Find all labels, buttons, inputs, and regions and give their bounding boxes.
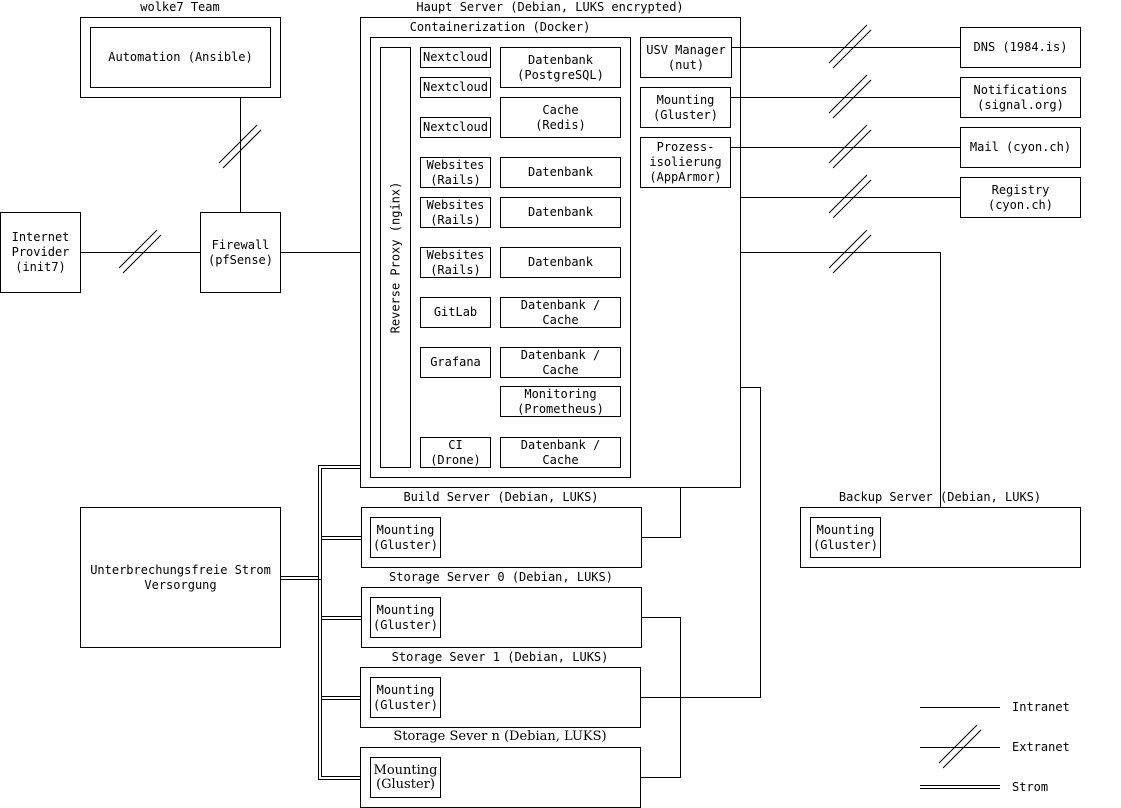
storage1-frame <box>360 667 641 728</box>
haupt-mounting-gluster: Mounting (Gluster) <box>640 87 731 128</box>
storage0-mounting-gluster: Mounting (Gluster) <box>370 597 441 638</box>
backend-datenbank-1: Datenbank <box>500 157 621 188</box>
storagen-title: Storage Sever n (Debian, LUKS) <box>393 729 607 744</box>
backend-grafana-db-cache: Datenbank / Cache <box>500 347 621 378</box>
app-nextcloud-3: Nextcloud <box>420 117 491 138</box>
storage1-mounting-gluster: Mounting (Gluster) <box>370 677 441 718</box>
intranet-haupt-build <box>641 487 681 538</box>
backend-gitlab-db-cache: Datenbank / Cache <box>500 297 621 328</box>
internet-provider: Internet Provider (init7) <box>0 212 81 293</box>
extranet-haupt-backup <box>740 252 941 508</box>
app-websites-2: Websites (Rails) <box>420 197 491 228</box>
intranet-haupt-storage1 <box>640 387 761 698</box>
intranet-storage0-storagen <box>640 617 681 778</box>
reverse-proxy-label: Reverse Proxy (nginx) <box>388 181 402 334</box>
haupt-server-frame <box>360 17 741 488</box>
app-gitlab: GitLab <box>420 297 491 328</box>
automation-ansible: Automation (Ansible) <box>90 27 271 88</box>
app-websites-1: Websites (Rails) <box>420 157 491 188</box>
dns-1984: DNS (1984.is) <box>960 27 1081 68</box>
ups-power-supply: Unterbrechungsfreie Strom Versorgung <box>80 507 281 648</box>
mail-cyon: Mail (cyon.ch) <box>960 127 1081 168</box>
registry-cyon: Registry (cyon.ch) <box>960 177 1081 218</box>
backup-mounting-gluster: Mounting (Gluster) <box>810 517 881 558</box>
haupt-server-title: Haupt Server (Debian, LUKS encrypted) <box>416 0 684 14</box>
legend-strom-label: Strom <box>1012 780 1049 794</box>
build-server-frame <box>361 507 642 568</box>
app-nextcloud-1: Nextcloud <box>420 47 491 68</box>
backend-postgresql: Datenbank (PostgreSQL) <box>500 47 621 88</box>
build-mounting-gluster: Mounting (Gluster) <box>370 517 441 558</box>
app-nextcloud-2: Nextcloud <box>420 77 491 98</box>
backend-datenbank-3: Datenbank <box>500 247 621 278</box>
app-websites-3: Websites (Rails) <box>420 247 491 278</box>
usv-manager-nut: USV Manager (nut) <box>640 37 732 78</box>
team-title: wolke7 Team <box>140 0 220 14</box>
reverse-proxy-nginx: Reverse Proxy (nginx) <box>380 47 411 468</box>
firewall-pfsense: Firewall (pfSense) <box>200 212 281 293</box>
app-ci-drone: CI (Drone) <box>420 437 491 468</box>
team-frame <box>80 17 281 98</box>
prozess-isolierung-apparmor: Prozess- isolierung (AppArmor) <box>640 137 731 188</box>
backend-drone-db-cache: Datenbank / Cache <box>500 437 621 468</box>
storage0-frame <box>361 587 642 648</box>
storage1-title: Storage Sever 1 (Debian, LUKS) <box>391 650 609 664</box>
backup-server-frame <box>800 507 1081 568</box>
build-server-title: Build Server (Debian, LUKS) <box>403 490 599 504</box>
notifications-signal: Notifications (signal.org) <box>960 77 1081 118</box>
backend-redis: Cache (Redis) <box>500 97 621 138</box>
backup-server-title: Backup Server (Debian, LUKS) <box>838 490 1042 504</box>
backend-datenbank-2: Datenbank <box>500 197 621 228</box>
containerization-frame <box>370 37 631 478</box>
containerization-title: Containerization (Docker) <box>409 20 591 34</box>
backend-prometheus: Monitoring (Prometheus) <box>500 386 621 417</box>
legend-intranet-label: Intranet <box>1012 700 1070 714</box>
app-grafana: Grafana <box>420 347 491 378</box>
storagen-mounting-gluster: Mounting (Gluster) <box>370 757 441 798</box>
storage0-title: Storage Server 0 (Debian, LUKS) <box>389 570 613 584</box>
legend-extranet-label: Extranet <box>1012 740 1070 754</box>
